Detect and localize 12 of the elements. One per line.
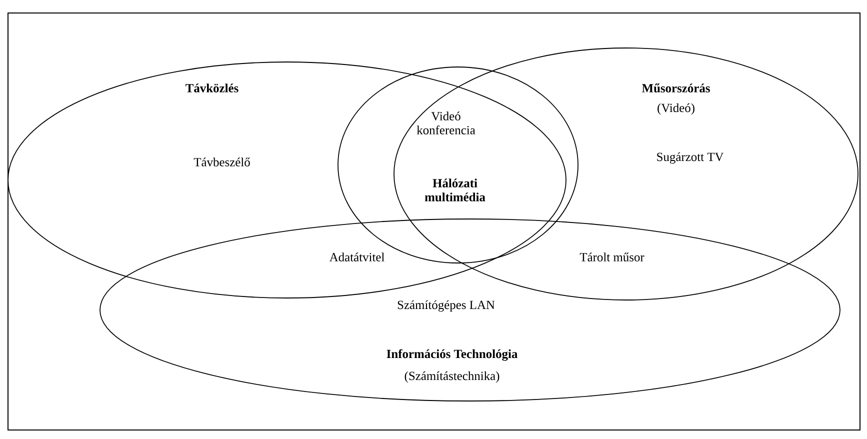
heading: Hálózati multimédia xyxy=(424,178,486,202)
label: Számítógépes LAN xyxy=(398,300,495,312)
label: Sugárzott TV xyxy=(657,152,724,164)
label: Tárolt műsor xyxy=(580,252,644,262)
label: Adatátvitel xyxy=(329,252,384,262)
label: (Videó) xyxy=(658,103,694,115)
heading: Műsorszórás xyxy=(642,84,710,92)
label: Videó konferencia xyxy=(416,112,476,134)
heading: Információs Technológia xyxy=(386,349,518,361)
label: Távbeszélő xyxy=(194,158,250,166)
label: (Számítástechnika) xyxy=(404,371,500,383)
heading: Távközlés xyxy=(186,84,238,92)
